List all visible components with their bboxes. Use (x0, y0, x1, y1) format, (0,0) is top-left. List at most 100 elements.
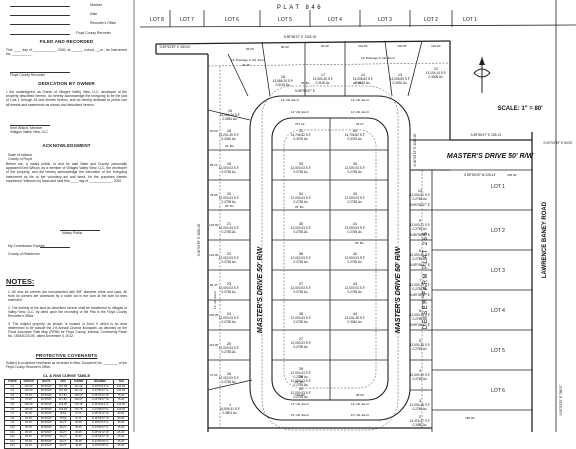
lot-area: 13,241.35 S.F. (219, 133, 240, 137)
lot-number: 4 (419, 369, 421, 373)
lot-line (207, 379, 253, 391)
lot-number: 42 (353, 252, 357, 256)
easement-label: 12' Util. Esm't (351, 402, 369, 406)
dimension-label: 95.00' (356, 393, 365, 397)
notary-line (60, 230, 100, 231)
building-line-label: 25' B.L. (301, 81, 311, 85)
recorder-header-label: Floyd County Recorder (76, 31, 111, 35)
lot-number: 8 (419, 249, 421, 253)
lot-area: 12,000.03 S.F. (219, 376, 240, 380)
number-label: Number (90, 3, 103, 7)
ack-county: County of Floyd (8, 157, 32, 161)
dimension-label: 40.26' (242, 63, 251, 67)
county-residence-label: County of Residence: (8, 252, 41, 256)
master-drive-loop-east-label: MASTER'S DRIVE 50' R/W (395, 246, 402, 334)
easement-label: 12' Util. Esm't (421, 291, 425, 309)
lot-acres: 0.2755 Ac. (293, 170, 308, 174)
lot-area: 12,000.03 S.F. (219, 226, 240, 230)
notes-heading: NOTES: (6, 277, 35, 286)
lot-acres: 0.2755 Ac. (412, 227, 427, 231)
bearing-label: N 89°56'47" E (410, 323, 430, 327)
lot-area: 12,000.36 S.F. (410, 343, 431, 347)
north-lot-label: LOT 8 (150, 17, 164, 23)
easement-label: 12' Util. Esm't (291, 110, 309, 114)
east-lot-label: LOT 6 (491, 388, 505, 394)
bearing-label: S 89°56'25" W 228.14' (464, 173, 496, 177)
bearing-label: S 89°53'29" E 330.00' (160, 45, 191, 49)
lot-area: 12,000.03 S.F. (345, 226, 366, 230)
dimension-label: 85.21' (210, 163, 219, 167)
dimension-label: 96.00' (321, 44, 330, 48)
lot-acres: 0.3032 Ac. (355, 81, 370, 85)
dimension-label: 65.00' (246, 47, 255, 51)
filed-text: This ____ day of ____________, 2020, at … (6, 48, 127, 57)
lot-line (384, 40, 393, 97)
lot-number: 6 (419, 309, 421, 313)
building-line-label: 25' B.L. (353, 81, 363, 85)
lot-area: 12,000.29 S.F. (410, 283, 431, 287)
north-lot-label: LOT 4 (328, 17, 342, 23)
lot-acres: 0.2755 Ac. (293, 395, 308, 399)
north-lot-label: LOT 5 (278, 17, 292, 23)
dimension-label: 60.00' (210, 129, 219, 133)
easement-label: 10' Util. Esm't (351, 413, 369, 417)
lot-number: 33 (299, 162, 303, 166)
lot-acres: 0.3119 Ac. (276, 83, 291, 87)
curve-table-cell: 35.36' (69, 443, 88, 449)
lot-number: 27 (299, 337, 303, 341)
covenants-heading: PROTECTIVE COVENANTS (35, 353, 98, 358)
lot-area: 14,706.82 S.F. (291, 133, 312, 137)
lot-area: 12,000.03 S.F. (291, 341, 312, 345)
lot-acres: 0.2755 Ac. (412, 287, 427, 291)
dimension-label: 115.00' (209, 343, 219, 347)
lot-number: 36 (299, 252, 303, 256)
bearing-label: S 00°03'35" E 50.00' (543, 141, 573, 145)
lot-number: 17 (321, 73, 325, 77)
plat-846-label: PLAT 846 (277, 5, 323, 11)
lot-acres: 0.2755 Ac. (347, 290, 362, 294)
lot-acres: 0.3551 Ac. (222, 117, 237, 121)
lot-area: 13,208.63 S.F. (353, 77, 374, 81)
lot-number: 32 (353, 129, 357, 133)
lot-line (207, 109, 251, 121)
dimension-label: 257.14' (295, 122, 305, 126)
lot-acres: 0.2755 Ac. (221, 350, 236, 354)
lot-area: 12,000.03 S.F. (291, 256, 312, 260)
note-2: 2. The entirety of the land as described… (8, 306, 127, 318)
lot-area: 12,000.03 S.F. (291, 226, 312, 230)
lot-area: 13,104.14 S.F. (426, 71, 447, 75)
bearing-label: S 89°56'47" E 228.13' (471, 133, 502, 137)
building-line-label: 25' B.L. (355, 241, 365, 245)
date-line (10, 15, 70, 16)
lot-number: 1 (229, 403, 231, 407)
lot-acres: 0.2755 Ac. (347, 200, 362, 204)
lot-acres: 0.3040 Ac. (221, 137, 236, 141)
lot-acres: 0.3032 Ac. (392, 81, 407, 85)
bearing-label: N 00°03'13" E 1025.48' (413, 133, 417, 166)
number-line (10, 6, 70, 7)
lot-acres: 0.3376 Ac. (293, 137, 308, 141)
dimension-label: 92.27' (356, 122, 365, 126)
dimension-label: 100.00' (397, 44, 407, 48)
plat-sheet: Number Date Recorder's Office Floyd Coun… (4, 0, 576, 449)
lot-acres: 0.2755 Ac. (221, 230, 236, 234)
linework (133, 0, 576, 432)
lot-acres: 0.2755 Ac. (221, 290, 236, 294)
lot-acres: 0.2755 Ac. (293, 345, 308, 349)
easement-label: 12' Util. Esm't (281, 98, 299, 102)
north-lot-label: LOT 1 (463, 17, 477, 23)
lot-number: 25 (227, 342, 231, 346)
building-line-label: 25' B.L. (225, 144, 235, 148)
easement-label: 12' Util. Esm't (351, 98, 369, 102)
lot-line (261, 41, 271, 97)
office-line (10, 24, 70, 25)
lot-number: 35 (299, 222, 303, 226)
filed-heading: FILED AND RECORDED (39, 39, 94, 44)
loop-road-outer (249, 95, 411, 421)
curve-table-cell: 25.00' (113, 443, 129, 449)
lot-number: 37 (299, 282, 303, 286)
dimension-label: 120.00' (295, 393, 305, 397)
lot-area: 13,241.35 S.F. (345, 316, 366, 320)
